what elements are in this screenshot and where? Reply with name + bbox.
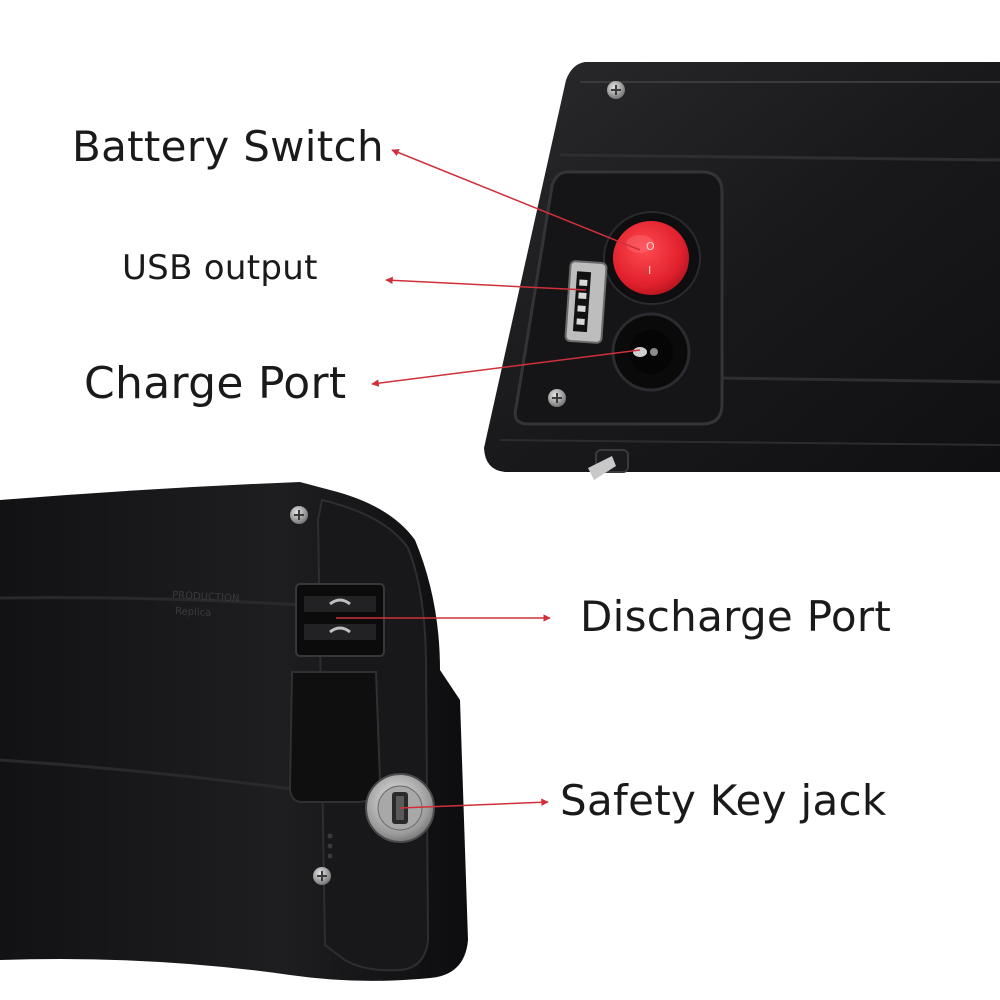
pointer-charge-port — [371, 349, 641, 387]
embossed-line2: Replica — [175, 606, 212, 619]
charge-port-label: Charge Port — [84, 358, 347, 409]
switch-mark-off: I — [648, 264, 651, 277]
usb-output-label: USB output — [122, 248, 318, 288]
discharge-port[interactable] — [295, 583, 385, 657]
pointer-battery-switch — [391, 149, 641, 251]
mounting-recess — [288, 671, 382, 803]
latch-pin — [588, 449, 629, 480]
battery-switch[interactable]: O I — [603, 211, 701, 305]
top-screw-lower — [548, 389, 566, 407]
discharge-port-label: Discharge Port — [580, 592, 892, 641]
battery-switch-label: Battery Switch — [72, 122, 384, 171]
embossed-line1: PRODUCTION — [172, 590, 240, 605]
pointer-usb-output — [385, 276, 587, 291]
bottom-screw-lower — [313, 867, 331, 885]
switch-mark-on: O — [646, 240, 655, 253]
embossed-text: PRODUCTION Replica — [172, 590, 240, 619]
safety-key-jack-label: Safety Key jack — [560, 776, 887, 825]
bottom-battery-housing — [0, 482, 468, 981]
bottom-screw-upper — [290, 506, 308, 524]
charge-port[interactable] — [611, 312, 691, 392]
top-battery-housing — [484, 62, 1000, 472]
top-screw-upper — [607, 81, 625, 99]
usb-port[interactable] — [564, 260, 608, 344]
vent-dots — [327, 833, 333, 859]
pointer-safety-key-jack — [399, 798, 549, 809]
